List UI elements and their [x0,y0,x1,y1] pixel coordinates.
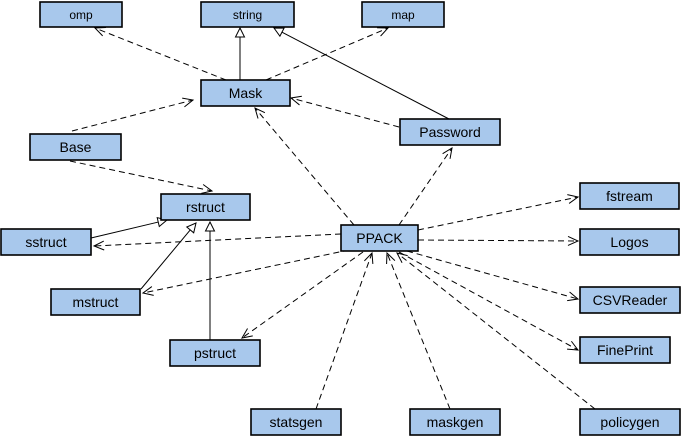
node-logos[interactable]: Logos [579,228,680,256]
node-maskgen-label: maskgen [427,414,484,430]
edge-arrowhead [241,328,253,339]
edge-arrowhead [386,251,396,264]
edge-sstruct-to-rstruct [90,221,159,239]
edge-mask-to-map [265,27,389,81]
node-rstruct-label: rstruct [186,199,225,215]
node-csvreader[interactable]: CSVReader [579,286,681,314]
edge-statsgen-to-ppack [315,252,373,410]
edge-ppack-to-fineprint [398,251,579,351]
edge-arrowhead [254,107,266,119]
edge-arrowhead [442,146,453,159]
node-mstruct[interactable]: mstruct [50,288,141,316]
node-maskgen[interactable]: maskgen [409,408,501,436]
node-statsgen[interactable]: statsgen [250,408,342,436]
node-policygen-label: policygen [600,414,659,430]
edge-mstruct-to-rstruct [140,229,191,290]
edge-ppack-to-sstruct [93,233,342,247]
node-fineprint[interactable]: FinePrint [579,336,671,364]
edge-arrowhead-hollow [234,26,246,38]
node-base-label: Base [60,139,92,155]
edge-maskgen-to-ppack [386,252,451,410]
edge-arrowhead-hollow [204,220,216,232]
node-statsgen-label: statsgen [270,414,323,430]
node-string[interactable]: string [200,1,295,28]
edge-password-to-string [281,31,450,120]
node-mask-label: Mask [229,85,263,101]
node-mstruct-label: mstruct [73,294,119,310]
node-map-label: map [391,8,415,22]
node-rstruct[interactable]: rstruct [160,193,251,221]
node-omp[interactable]: omp [39,1,123,28]
edge-ppack-to-mstruct [142,249,350,294]
node-fstream[interactable]: fstream [579,182,680,210]
node-map[interactable]: map [361,1,445,28]
node-pstruct[interactable]: pstruct [169,339,261,367]
edge-password-to-mask [290,97,400,128]
edge-arrowhead [92,240,105,251]
node-sstruct[interactable]: sstruct [0,228,92,256]
node-csvreader-label: CSVReader [593,292,668,308]
edge-ppack-to-password [398,147,453,226]
node-mask[interactable]: Mask [200,79,291,107]
node-omp-label: omp [69,8,93,22]
edge-arrowhead-hollow [185,222,197,234]
edge-arrowhead [364,251,374,264]
edge-base-to-mask [71,99,194,132]
edge-ppack-to-fstream [417,196,579,231]
node-pstruct-label: pstruct [194,345,236,361]
edge-arrowhead [567,291,580,302]
node-fstream-label: fstream [606,188,653,204]
edge-arrowhead [377,27,390,37]
node-ppack[interactable]: PPACK [340,224,419,252]
node-password[interactable]: Password [399,118,501,146]
edge-arrowhead [141,286,154,296]
edge-ppack-to-logos [417,239,579,242]
edge-arrowhead [567,340,580,351]
edge-arrowhead-hollow [273,27,285,38]
edge-arrowhead [289,95,302,106]
node-password-label: Password [419,124,480,140]
edge-arrowhead [396,252,408,263]
edge-ppack-to-mask [254,107,355,226]
node-logos-label: Logos [610,234,648,250]
edge-base-to-rstruct [69,160,213,192]
node-fineprint-label: FinePrint [597,342,653,358]
edge-arrowhead [567,235,580,246]
edge-policygen-to-ppack [396,252,596,410]
edge-arrowhead [201,184,214,194]
edge-arrowhead [567,194,580,204]
node-policygen[interactable]: policygen [579,408,681,436]
edge-mask-to-omp [94,27,227,81]
edge-arrowhead [182,97,195,108]
node-ppack-label: PPACK [356,230,403,246]
edge-ppack-to-pstruct [241,251,364,339]
edges-layer [69,26,596,410]
node-string-label: string [233,8,262,22]
edge-ppack-to-csvreader [406,250,579,300]
node-sstruct-label: sstruct [25,234,66,250]
node-base[interactable]: Base [29,133,122,161]
